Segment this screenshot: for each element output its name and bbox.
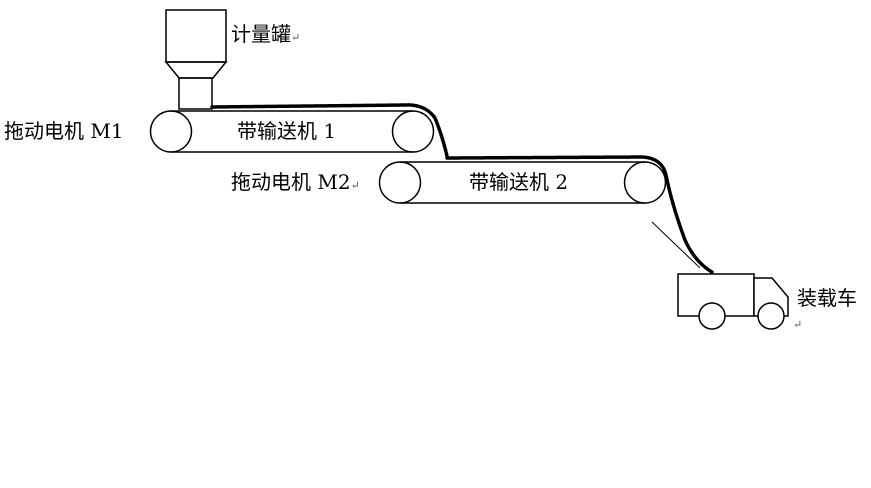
paragraph-mark: ↵	[350, 179, 360, 192]
material-on-conveyor-2	[445, 155, 714, 274]
conveyor-2-tail-pulley	[623, 161, 667, 204]
truck-front-wheel	[757, 302, 785, 330]
metering-tank-label-text: 计量罐	[231, 22, 291, 46]
truck-rear-wheel	[698, 302, 726, 330]
metering-tank	[164, 9, 228, 110]
conveyor-1-tail-pulley	[391, 110, 435, 153]
tank-body	[165, 9, 227, 63]
material-on-conveyor-1	[210, 103, 449, 158]
paragraph-mark: ↵	[291, 31, 301, 44]
material-flow	[210, 103, 714, 274]
conveyor-1-label: 带输送机 1	[237, 119, 337, 143]
loading-truck-label: 装载车	[797, 286, 857, 310]
metering-tank-label: 计量罐↵	[231, 22, 300, 50]
motor-m1-label: 拖动电机 M1	[4, 119, 124, 143]
loading-truck	[677, 273, 789, 330]
conveyor-2-label: 带输送机 2	[469, 170, 569, 194]
discharge-guide-line	[651, 221, 701, 269]
paragraph-mark: ↵	[793, 318, 803, 331]
belt-conveyor-2	[378, 161, 667, 204]
motor-m2-label: 拖动电机 M2↵	[231, 170, 360, 198]
conveyor-2-drive-pulley	[378, 161, 422, 204]
tank-funnel	[164, 61, 228, 79]
motor-m2-label-text: 拖动电机 M2	[231, 170, 351, 194]
conveyor-1-drive-pulley	[149, 110, 193, 153]
tank-outlet	[178, 77, 213, 110]
belt-conveyor-1	[149, 110, 435, 153]
